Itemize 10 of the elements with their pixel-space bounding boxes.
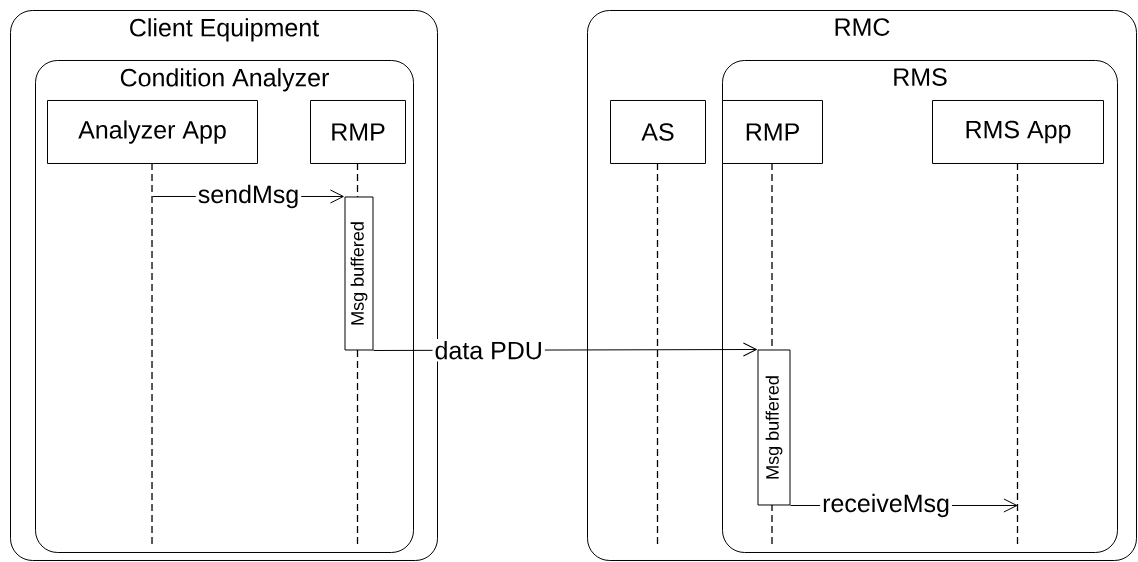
activation-bar: Msg buffered xyxy=(344,196,374,351)
activation-bar: Msg buffered xyxy=(757,349,791,506)
edge-label: receiveMsg xyxy=(820,491,952,520)
edge-label: sendMsg xyxy=(195,182,302,211)
lifeline-head-box: AS xyxy=(610,100,706,164)
lifeline-head-box: RMP xyxy=(310,100,406,164)
lifeline-head-box: RMP xyxy=(722,100,823,164)
lifeline-head-box: RMS App xyxy=(932,100,1104,164)
lifeline-head-box: Analyzer App xyxy=(47,100,258,164)
edge-label: data PDU xyxy=(432,339,545,362)
